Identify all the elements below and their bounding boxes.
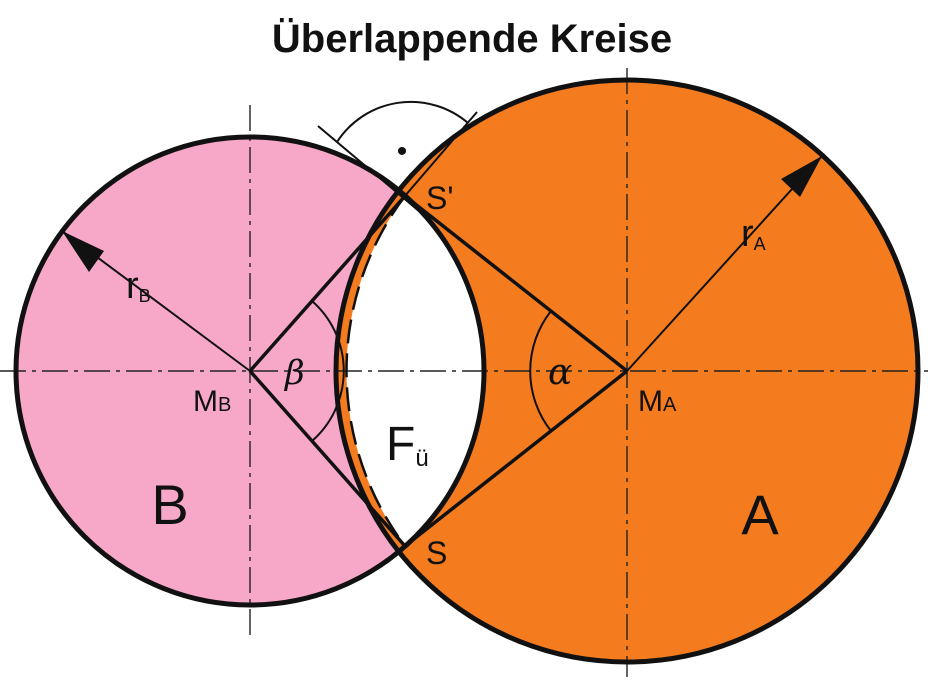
angle-alpha-arc xyxy=(529,310,552,432)
radius-b-indicator xyxy=(61,230,251,372)
angle-alpha-label: α xyxy=(548,352,572,393)
intersection-top-label: S' xyxy=(426,180,453,216)
hidden-arc-circle-a xyxy=(345,195,406,547)
circle-a-label: A xyxy=(741,483,779,546)
center-a-label: MA xyxy=(638,385,677,418)
radius-b-label: rB xyxy=(126,265,151,307)
radius-a-arrowhead xyxy=(781,156,822,197)
right-angle-dot: • xyxy=(397,135,408,168)
circle-b-outline xyxy=(13,134,487,608)
center-b-label: MB xyxy=(193,385,231,418)
circle-b-label: B xyxy=(151,473,188,536)
circle-a-outline xyxy=(333,77,921,665)
overlap-area-label: Fü xyxy=(386,418,429,472)
angle-beta-label: β xyxy=(283,353,305,393)
radius-b-arrowhead xyxy=(62,231,104,272)
diagram-title: Überlappende Kreise xyxy=(272,16,672,61)
angle-beta-arc xyxy=(311,300,345,442)
radius-a-label: rA xyxy=(741,213,766,255)
radius-a-indicator xyxy=(626,155,823,372)
tangent-lines xyxy=(317,100,478,213)
triangle-lines xyxy=(248,194,629,548)
intersection-bottom-label: S xyxy=(426,535,447,571)
right-angle-arc xyxy=(336,100,469,143)
overlap-area xyxy=(346,196,484,546)
